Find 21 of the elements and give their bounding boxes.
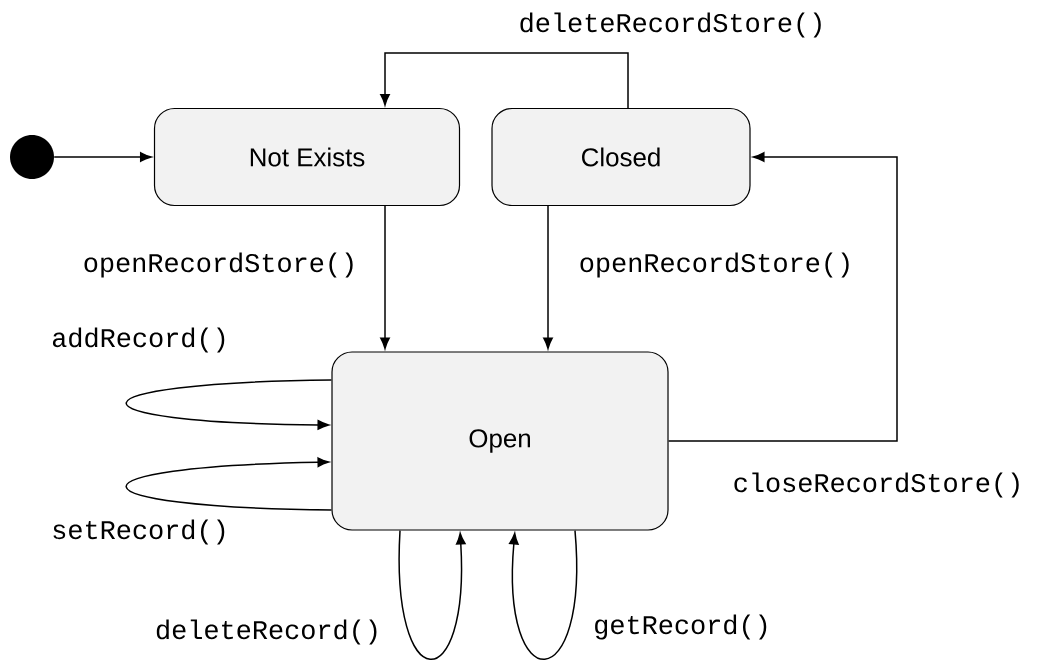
arrow xyxy=(380,205,390,350)
edge-label: openRecordStore() xyxy=(577,251,855,279)
edge-label: openRecordStore() xyxy=(81,251,359,279)
edge-label: getRecord() xyxy=(592,613,772,641)
edge-label: closeRecordStore() xyxy=(731,471,1025,499)
arrow xyxy=(53,152,152,162)
arrow xyxy=(125,457,333,511)
arrow xyxy=(508,529,578,661)
edge-label: setRecord() xyxy=(50,518,230,546)
edge-label: addRecord() xyxy=(50,326,230,354)
state-box: Open xyxy=(331,351,669,531)
arrow xyxy=(667,152,898,442)
edge-label: deleteRecordStore() xyxy=(517,11,827,39)
initial-state-dot xyxy=(10,135,54,179)
state-box: Not Exists xyxy=(153,107,461,207)
arrow xyxy=(125,379,333,430)
state-box: Closed xyxy=(491,107,751,207)
arrow xyxy=(398,529,466,661)
arrow xyxy=(543,205,553,350)
edge-label: deleteRecord() xyxy=(154,618,382,646)
arrow xyxy=(380,52,629,109)
